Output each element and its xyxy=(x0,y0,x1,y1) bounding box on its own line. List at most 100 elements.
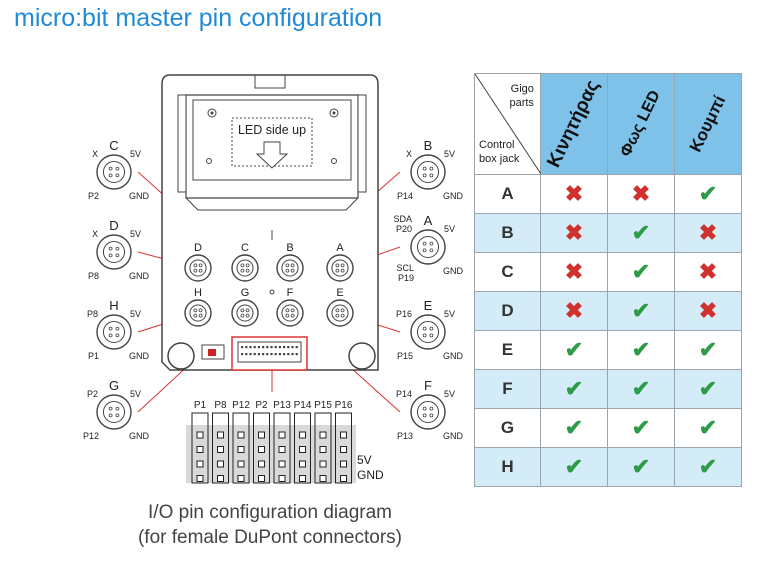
caption-line-1: I/O pin configuration diagram xyxy=(148,502,392,523)
board-port-c xyxy=(231,254,259,282)
cross-icon: ✖ xyxy=(673,252,743,292)
header-row-label-5v: 5V xyxy=(357,453,372,467)
board-port-label: D xyxy=(194,242,202,254)
cross-icon: ✖ xyxy=(606,174,675,214)
check-icon: ✔ xyxy=(539,369,608,409)
check-icon: ✔ xyxy=(606,291,675,331)
row-jack-label: H xyxy=(474,447,541,487)
check-icon: ✔ xyxy=(606,330,675,370)
led-side-label: LED side up xyxy=(238,123,306,137)
jack-pin-label: GND xyxy=(443,351,464,361)
header-pin-label: P14 xyxy=(294,400,312,411)
column-label: Κινητήρας xyxy=(543,76,604,171)
header-pin-p12: P12 xyxy=(232,400,250,484)
header-pin-label: P2 xyxy=(255,400,268,411)
cross-icon: ✖ xyxy=(673,291,743,331)
check-icon: ✔ xyxy=(606,369,675,409)
row-jack-label: C xyxy=(474,252,541,292)
header-pin-p1: P1 xyxy=(191,400,209,484)
header-pin-label: P8 xyxy=(214,400,227,411)
header-pin-label: P16 xyxy=(335,400,353,411)
header-pin-p8: P8 xyxy=(212,400,229,484)
board-port-h xyxy=(184,299,212,327)
column-label: Κουμπί xyxy=(685,92,730,156)
row-jack-label: G xyxy=(474,408,541,448)
table-row: G✔✔✔ xyxy=(474,408,743,448)
jack-pin-label: 5V xyxy=(444,224,455,234)
table-row: F✔✔✔ xyxy=(474,369,743,409)
check-icon: ✔ xyxy=(539,447,608,487)
external-jacks: C5VGNDXP2D5VGNDXP8H5VGNDP8P1G5VGNDP2P12B… xyxy=(83,138,464,441)
table-row: H✔✔✔ xyxy=(474,447,743,487)
board-port-label: E xyxy=(336,287,343,299)
board-port-b xyxy=(276,254,304,282)
header-row-label-gnd: GND xyxy=(357,468,384,482)
jack-pin-label: G xyxy=(109,378,119,393)
check-icon: ✔ xyxy=(606,408,675,448)
jack-pin-label: P15 xyxy=(397,351,413,361)
corner-parts-label: Gigo parts xyxy=(509,83,534,109)
jack-pin-label: X xyxy=(92,149,98,159)
jack-pin-label: GND xyxy=(443,431,464,441)
jack-pin-label: P16 xyxy=(396,309,412,319)
table-row: A✖✖✔ xyxy=(474,174,743,214)
check-icon: ✔ xyxy=(673,369,743,409)
board-port-f xyxy=(276,299,304,327)
header-pin-label: P15 xyxy=(314,400,332,411)
jack-pin-label: GND xyxy=(129,191,150,201)
cross-icon: ✖ xyxy=(539,174,608,214)
check-icon: ✔ xyxy=(673,330,743,370)
header-pins xyxy=(241,346,298,356)
jack-pin-label: GND xyxy=(129,431,150,441)
check-icon: ✔ xyxy=(673,174,743,214)
check-icon: ✔ xyxy=(606,447,675,487)
caption-line-2: (for female DuPont connectors) xyxy=(137,527,402,548)
jack-pin-label: 5V xyxy=(444,309,455,319)
row-jack-label: E xyxy=(474,330,541,370)
jack-pin-label: P8 xyxy=(88,271,99,281)
jack-pin-label: X xyxy=(406,149,412,159)
jack-pin-label: 5V xyxy=(130,309,141,319)
row-jack-label: A xyxy=(474,174,541,214)
jack-pin-label: F xyxy=(424,378,432,393)
board-port-d xyxy=(184,254,212,282)
board-port-a xyxy=(326,254,354,282)
header-pin-label: P12 xyxy=(232,400,250,411)
jack-pin-label: X xyxy=(92,229,98,239)
jack-pin-label: 5V xyxy=(130,149,141,159)
header-pin-p14: P14 xyxy=(294,400,312,484)
jack-pin-label: P13 xyxy=(397,431,413,441)
check-icon: ✔ xyxy=(606,252,675,292)
jack-pin-label: 5V xyxy=(130,229,141,239)
page-title: micro:bit master pin configuration xyxy=(14,4,383,32)
check-icon: ✔ xyxy=(606,213,675,253)
jack-pin-label: 5V xyxy=(444,149,455,159)
row-jack-label: D xyxy=(474,291,541,331)
cross-icon: ✖ xyxy=(539,213,608,253)
table-body: A✖✖✔B✖✔✖C✖✔✖D✖✔✖E✔✔✔F✔✔✔G✔✔✔H✔✔✔ xyxy=(474,174,743,487)
cross-icon: ✖ xyxy=(673,213,743,253)
jack-pin-label: P12 xyxy=(83,431,99,441)
table-row: C✖✔✖ xyxy=(474,252,743,292)
jack-pin-label: P1 xyxy=(88,351,99,361)
header-pin-p2: P2 xyxy=(253,400,270,484)
table-corner: Gigo parts Control box jack xyxy=(474,73,541,175)
jack-pin-label: D xyxy=(109,218,118,233)
check-icon: ✔ xyxy=(539,330,608,370)
row-jack-label: F xyxy=(474,369,541,409)
check-icon: ✔ xyxy=(673,408,743,448)
cross-icon: ✖ xyxy=(539,252,608,292)
table-row: D✖✔✖ xyxy=(474,291,743,331)
table-row: B✖✔✖ xyxy=(474,213,743,253)
board-port-label: H xyxy=(194,287,202,299)
board-port-e xyxy=(326,299,354,327)
